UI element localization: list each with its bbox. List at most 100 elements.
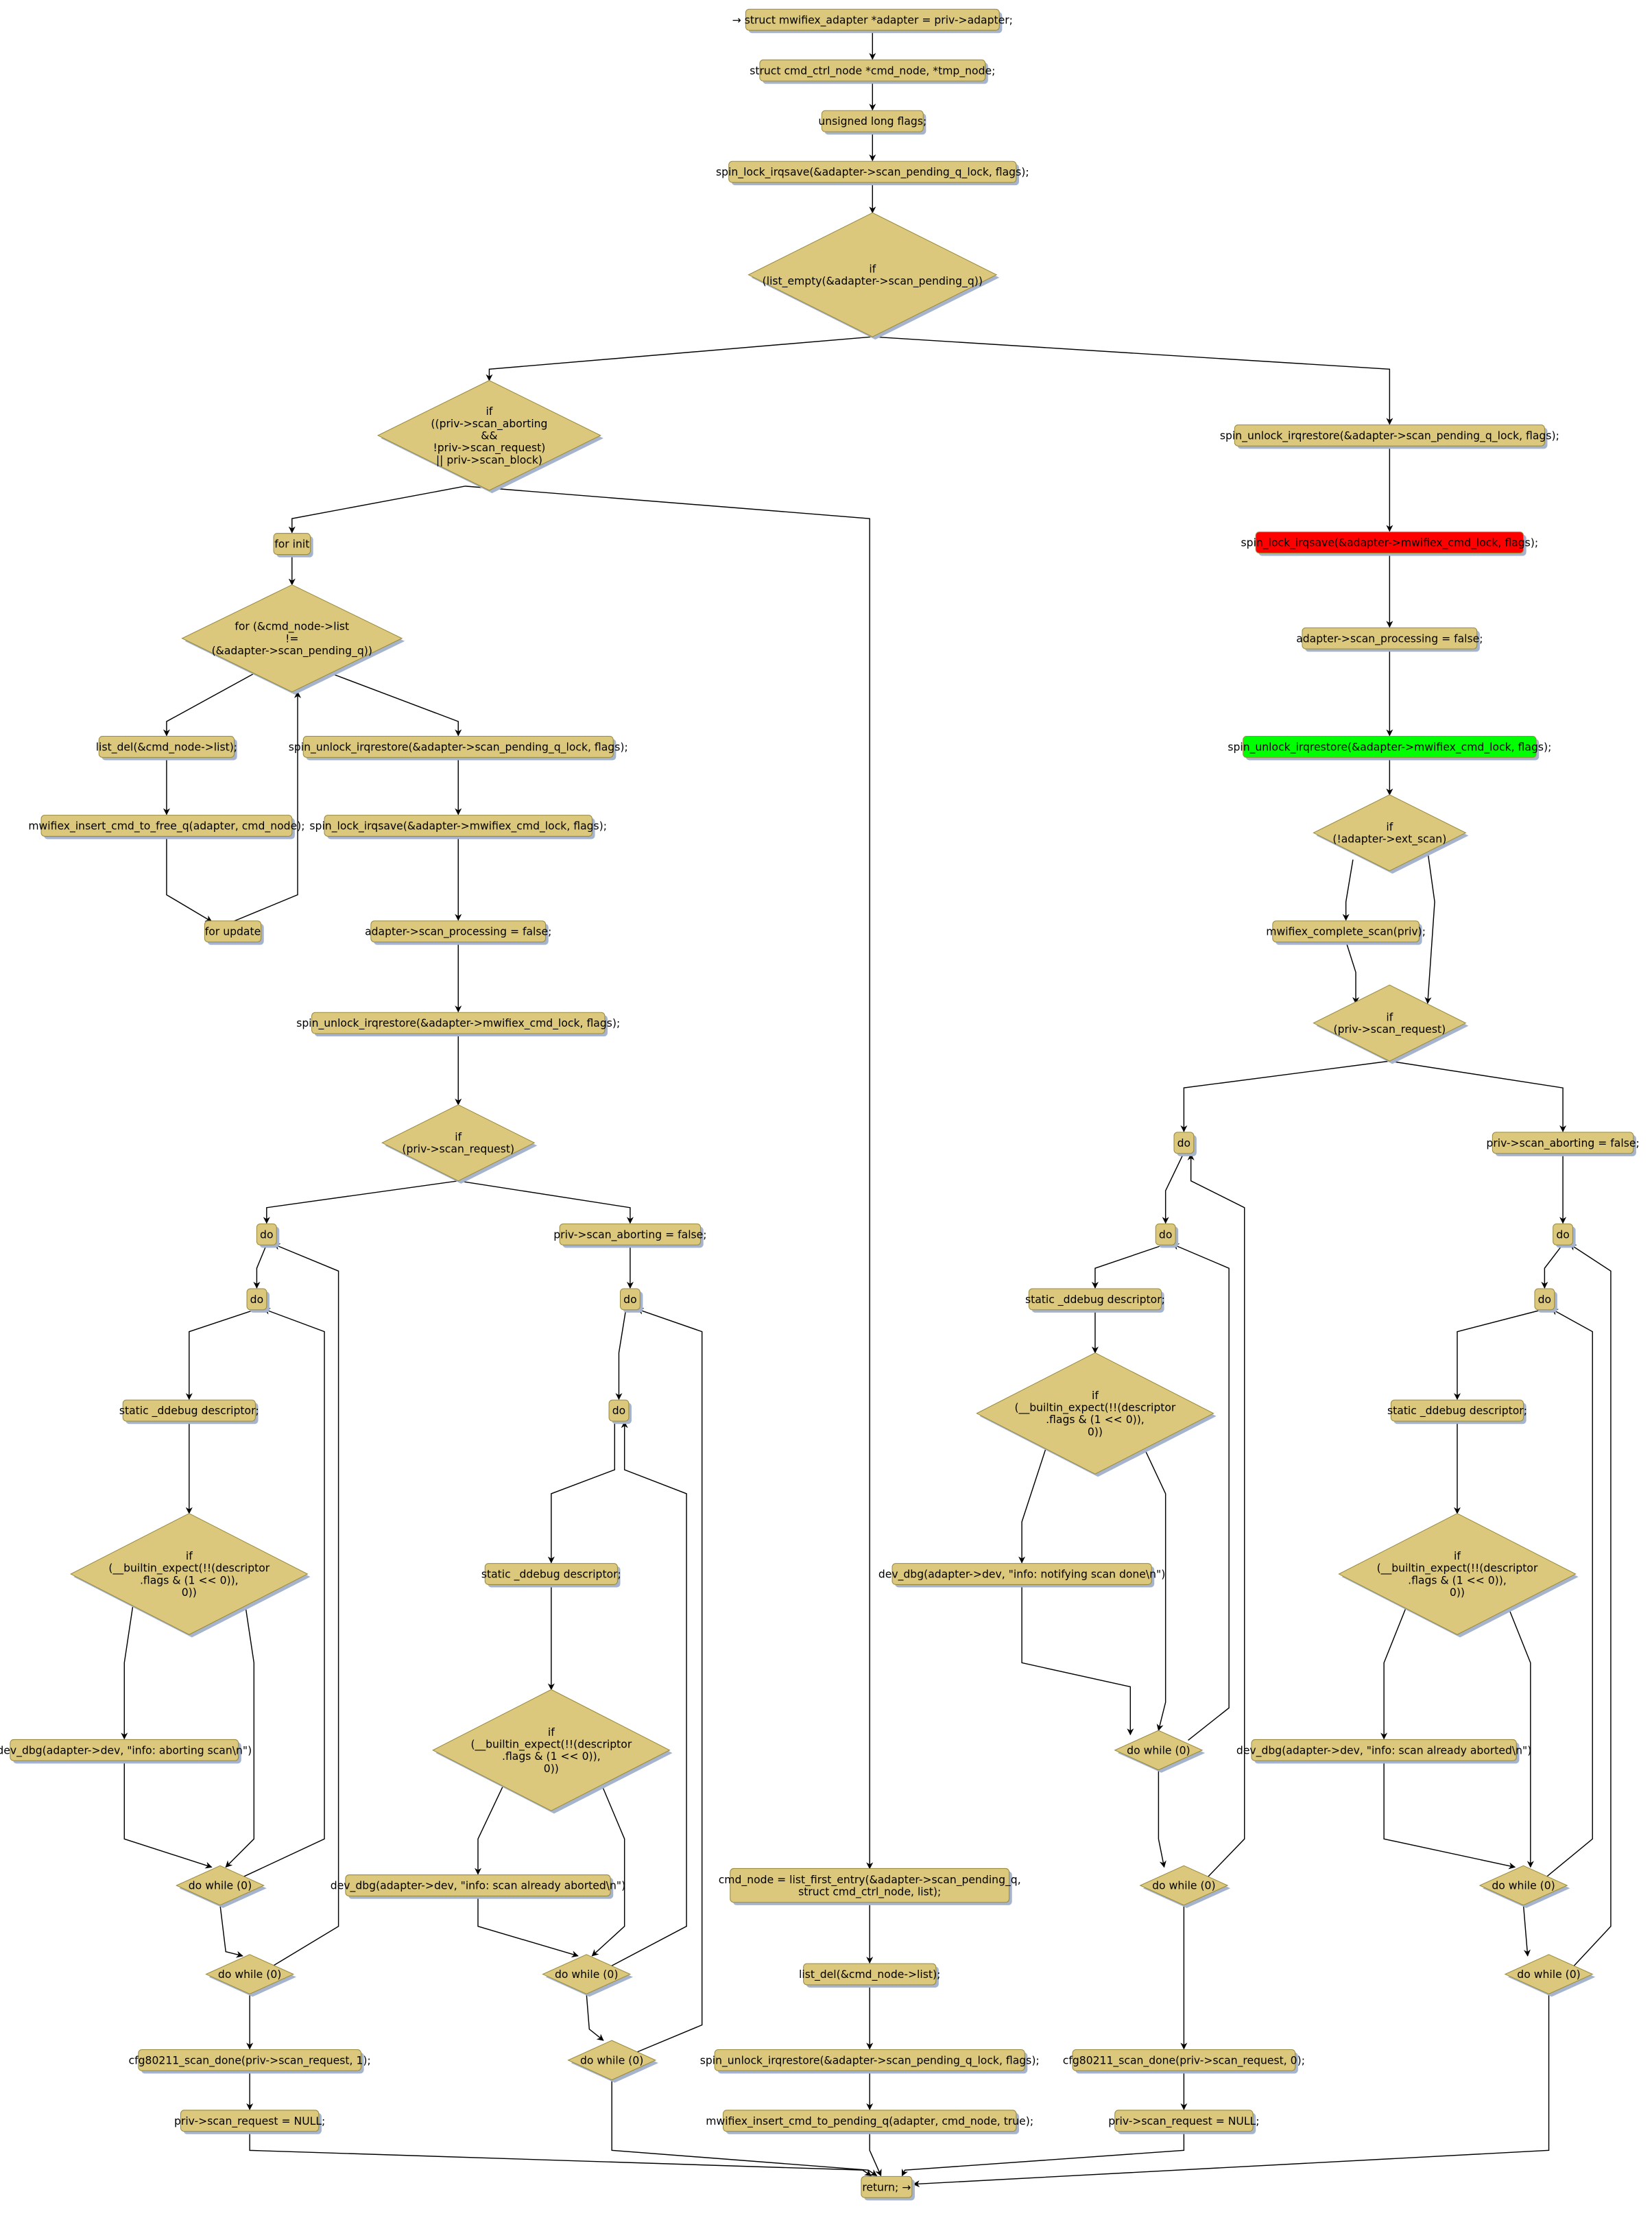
decision-node-dL: if(priv->scan_request) bbox=[381, 1104, 538, 1184]
decision-node-diaF: if(__builtin_expect(!!(descriptor.flags … bbox=[1338, 1513, 1579, 1638]
action-node-forinit: for init bbox=[273, 533, 313, 558]
node-label: mwifiex_insert_cmd_to_free_q(adapter, cm… bbox=[28, 820, 304, 833]
action-node-doM2: do bbox=[608, 1399, 632, 1424]
node-shape bbox=[1272, 920, 1420, 943]
action-node-doL1: do bbox=[256, 1223, 280, 1248]
action-node-stR: static _ddebug descriptor; bbox=[1025, 1288, 1165, 1313]
node-label: !priv->scan_request) bbox=[433, 442, 546, 455]
node-label: spin_unlock_irqrestore(&adapter->mwifiex… bbox=[296, 1017, 620, 1030]
node-label: adapter->scan_processing = false; bbox=[1296, 632, 1483, 645]
flow-edge bbox=[474, 1785, 504, 1875]
node-shape bbox=[484, 1563, 618, 1585]
flow-edge bbox=[163, 673, 254, 737]
node-label: static _ddebug descriptor; bbox=[481, 1569, 621, 1582]
action-node-r3: adapter->scan_processing = false; bbox=[1296, 627, 1483, 652]
node-label: static _ddebug descriptor; bbox=[119, 1405, 259, 1418]
node-shape bbox=[204, 920, 262, 943]
node-label: .flags & (1 << 0)), bbox=[140, 1574, 239, 1586]
node-label: spin_lock_irqsave(&adapter->mwifiex_cmd_… bbox=[309, 820, 607, 833]
action-node-forupdate: for update bbox=[204, 920, 264, 945]
node-shape bbox=[1155, 1223, 1176, 1245]
decision-node-fd: for (&cmd_node->list!=(&adapter->scan_pe… bbox=[181, 584, 405, 695]
nodes-layer: → struct mwifiex_adapter *adapter = priv… bbox=[0, 8, 1640, 2201]
node-shape bbox=[246, 1288, 267, 1311]
node-label: dev_dbg(adapter->dev, "info: notifying s… bbox=[878, 1569, 1166, 1582]
decision-node-dwM2: do while (0) bbox=[567, 2040, 658, 2083]
flow-edge bbox=[1424, 850, 1435, 1004]
node-shape bbox=[381, 1104, 536, 1182]
node-label: if bbox=[1092, 1390, 1099, 1402]
node-label: spin_lock_irqsave(&adapter->mwifiex_cmd_… bbox=[1241, 537, 1539, 550]
flow-edge bbox=[1018, 1448, 1046, 1564]
flow-edge bbox=[249, 2130, 872, 2176]
node-shape bbox=[98, 736, 235, 758]
node-shape bbox=[728, 160, 1017, 183]
node-label: (__builtin_expect(!!(descriptor bbox=[470, 1739, 632, 1752]
node-shape bbox=[803, 1963, 937, 1986]
flow-edge bbox=[1158, 1769, 1166, 1868]
flow-edge bbox=[458, 1180, 634, 1224]
flow-edge bbox=[263, 1180, 459, 1224]
flow-edge bbox=[331, 673, 462, 737]
node-shape bbox=[861, 2175, 913, 2198]
node-shape bbox=[1313, 984, 1467, 1062]
node-label: (__builtin_expect(!!(descriptor bbox=[1015, 1402, 1176, 1415]
node-shape bbox=[730, 1868, 1010, 1903]
node-label: list_del(&cmd_node->list); bbox=[96, 741, 237, 754]
node-shape bbox=[370, 920, 547, 943]
node-label: (__builtin_expect(!!(descriptor bbox=[108, 1562, 270, 1575]
flow-edge bbox=[1091, 1243, 1166, 1289]
node-label: return; → bbox=[862, 2181, 911, 2193]
node-label: || priv->scan_block) bbox=[436, 454, 542, 467]
node-label: if bbox=[455, 1131, 462, 1143]
action-node-doL2: do bbox=[246, 1288, 270, 1313]
action-node-m1: cmd_node = list_first_entry(&adapter->sc… bbox=[719, 1868, 1021, 1905]
node-label: spin_unlock_irqrestore(&adapter->scan_pe… bbox=[1220, 429, 1559, 442]
node-shape bbox=[176, 1865, 265, 1906]
node-shape bbox=[821, 110, 924, 132]
node-label: priv->scan_aborting = false; bbox=[1486, 1137, 1639, 1150]
decision-node-dwR2: do while (0) bbox=[1139, 1865, 1231, 1908]
node-label: if bbox=[869, 263, 876, 275]
node-label: for (&cmd_node->list bbox=[235, 621, 349, 634]
flow-edge bbox=[1021, 1584, 1134, 1736]
node-label: do while (0) bbox=[1152, 1880, 1215, 1892]
action-node-r5: mwifiex_complete_scan(priv); bbox=[1266, 920, 1426, 945]
node-shape bbox=[722, 2110, 1017, 2132]
flow-edge bbox=[123, 1760, 213, 1869]
node-shape bbox=[1492, 1132, 1634, 1154]
flow-edge bbox=[121, 1606, 134, 1740]
node-label: do bbox=[1556, 1228, 1569, 1241]
node-label: do bbox=[1177, 1137, 1190, 1149]
node-shape bbox=[256, 1223, 277, 1245]
node-label: (__builtin_expect(!!(descriptor bbox=[1377, 1562, 1538, 1575]
action-node-stM: static _ddebug descriptor; bbox=[481, 1563, 621, 1588]
flow-edge bbox=[1342, 859, 1354, 921]
flow-edge bbox=[465, 486, 874, 1870]
decision-node-diaM: if(__builtin_expect(!!(descriptor.flags … bbox=[432, 1689, 673, 1814]
node-shape bbox=[311, 1012, 606, 1034]
action-node-doF1: do bbox=[1553, 1223, 1576, 1248]
node-label: do bbox=[623, 1293, 636, 1306]
action-node-s1: spin_unlock_irqrestore(&adapter->scan_pe… bbox=[289, 736, 628, 761]
node-label: cfg80211_scan_done(priv->scan_request, 0… bbox=[1063, 2054, 1305, 2067]
node-label: static _ddebug descriptor; bbox=[1025, 1293, 1165, 1307]
node-label: (list_empty(&adapter->scan_pending_q)) bbox=[763, 275, 983, 288]
action-node-m2: list_del(&cmd_node->list); bbox=[799, 1963, 940, 1988]
action-node-doR2: do bbox=[1155, 1223, 1179, 1248]
decision-node-rd1: if(!adapter->ext_scan) bbox=[1313, 794, 1469, 874]
decision-node-dwF2: do while (0) bbox=[1504, 1954, 1596, 1997]
action-node-nullR: priv->scan_request = NULL; bbox=[1108, 2110, 1260, 2134]
node-shape bbox=[976, 1352, 1214, 1475]
node-label: != bbox=[285, 632, 298, 645]
node-label: do while (0) bbox=[1492, 1880, 1555, 1892]
node-label: priv->scan_aborting = false; bbox=[553, 1228, 706, 1241]
action-node-devL: dev_dbg(adapter->dev, "info: aborting sc… bbox=[0, 1739, 252, 1764]
node-label: do bbox=[1159, 1228, 1172, 1241]
node-label: if bbox=[1454, 1550, 1461, 1562]
action-node-s4: spin_unlock_irqrestore(&adapter->mwifiex… bbox=[296, 1012, 620, 1037]
flow-edge bbox=[901, 2130, 1185, 2177]
flow-edge bbox=[912, 1994, 1550, 2188]
node-shape bbox=[759, 59, 986, 82]
node-shape bbox=[138, 2049, 361, 2071]
